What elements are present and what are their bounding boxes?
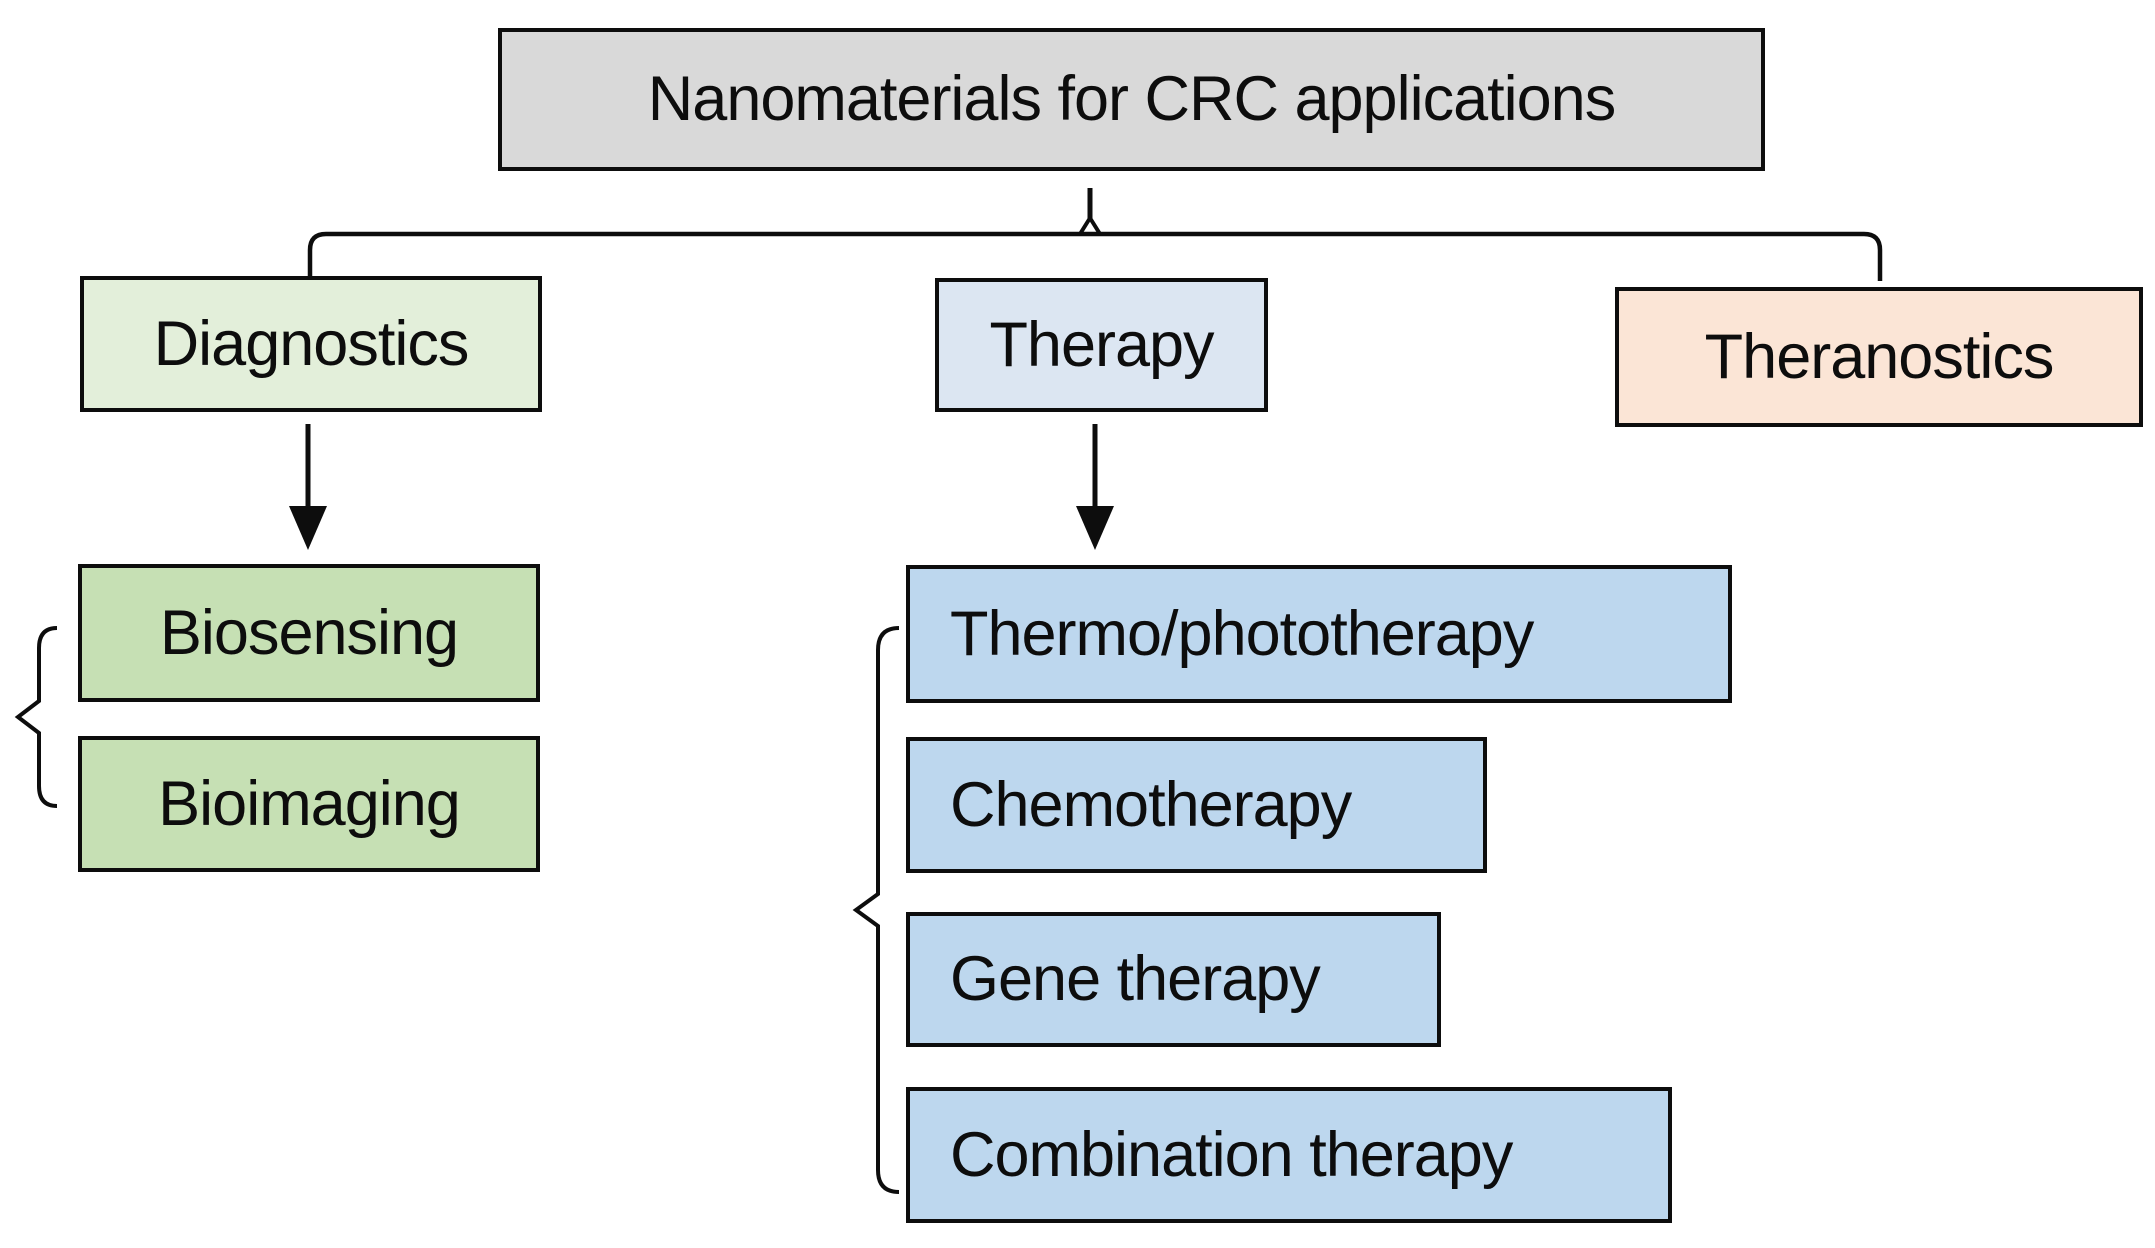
- bioimaging-label: Bioimaging: [158, 768, 461, 839]
- therapy-label: Therapy: [989, 309, 1214, 380]
- chemotherapy-box: Chemotherapy: [906, 737, 1487, 873]
- root-box: Nanomaterials for CRC applications: [498, 28, 1765, 171]
- tree-connector: [307, 231, 1883, 281]
- diagnostics-arrow: [289, 424, 327, 550]
- root-label: Nanomaterials for CRC applications: [647, 64, 1616, 134]
- combination-therapy-box: Combination therapy: [906, 1087, 1672, 1223]
- theranostics-box: Theranostics: [1615, 287, 2143, 427]
- gene-therapy-label: Gene therapy: [950, 944, 1321, 1014]
- thermo-phototherapy-box: Thermo/phototherapy: [906, 565, 1732, 703]
- thermo-phototherapy-label: Thermo/phototherapy: [950, 598, 1534, 669]
- diagnostics-box: Diagnostics: [80, 276, 542, 412]
- theranostics-label: Theranostics: [1704, 321, 2055, 392]
- therapy-arrow: [1076, 424, 1114, 550]
- bioimaging-box: Bioimaging: [78, 736, 540, 872]
- therapy-brace: [852, 626, 900, 1194]
- root-stub-connector: [1078, 188, 1102, 236]
- diagnostics-brace: [14, 626, 58, 808]
- chemotherapy-label: Chemotherapy: [950, 769, 1352, 840]
- therapy-box: Therapy: [935, 278, 1268, 412]
- diagnostics-label: Diagnostics: [153, 308, 470, 379]
- gene-therapy-box: Gene therapy: [906, 912, 1441, 1047]
- biosensing-box: Biosensing: [78, 564, 540, 702]
- combination-therapy-label: Combination therapy: [950, 1119, 1513, 1190]
- biosensing-label: Biosensing: [159, 597, 459, 668]
